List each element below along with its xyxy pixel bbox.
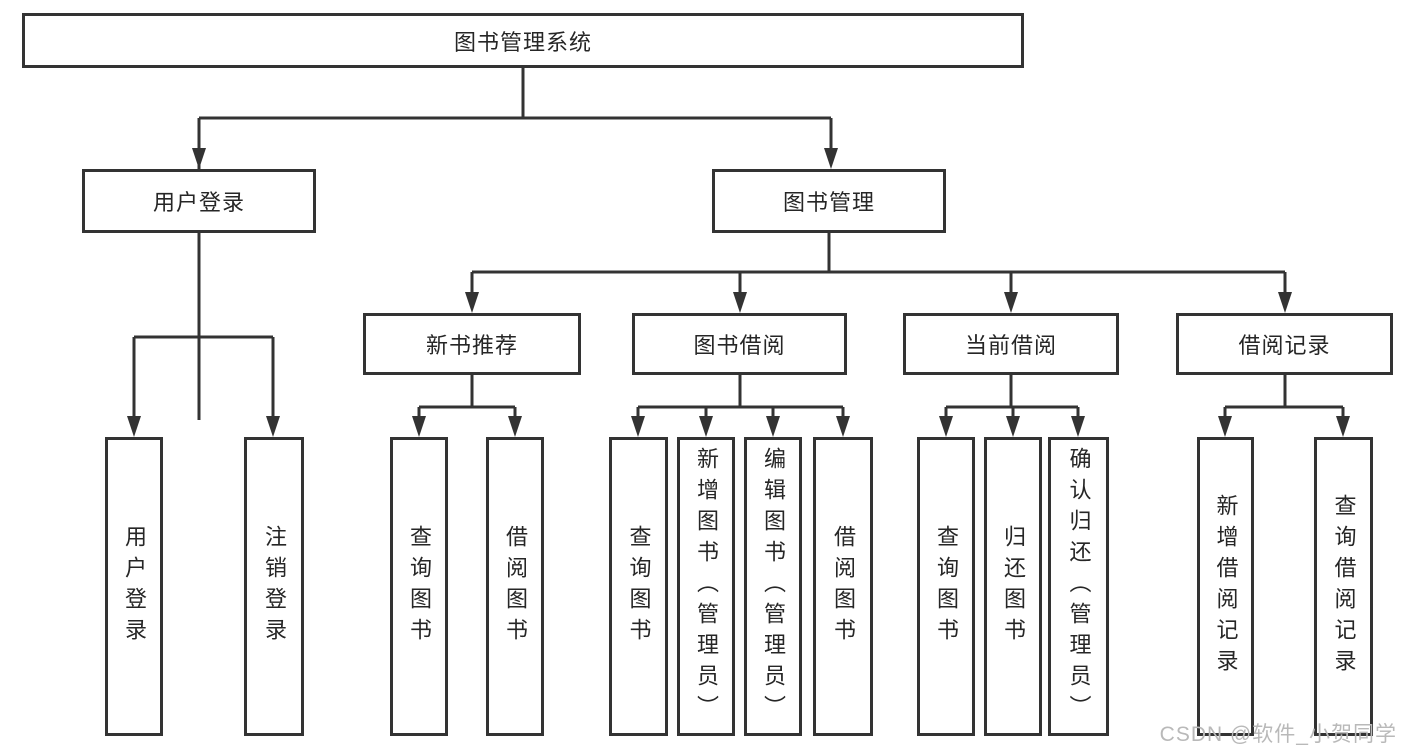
leaf-query-borrow-record: 查询借阅记录 bbox=[1314, 437, 1373, 736]
leaf-logout: 注销登录 bbox=[244, 437, 304, 736]
arrowheads bbox=[127, 148, 1350, 437]
leaf-edit-book-admin-label: 编辑图书（管理员） bbox=[761, 447, 786, 726]
node-book-management-label: 图书管理 bbox=[782, 190, 875, 215]
node-new-book-recommend: 新书推荐 bbox=[363, 313, 581, 375]
leaf-user-login-label: 用户登录 bbox=[122, 524, 147, 649]
leaf-borrow-books-recommend: 借阅图书 bbox=[486, 437, 544, 736]
node-book-borrow: 图书借阅 bbox=[632, 313, 847, 375]
leaf-edit-book-admin: 编辑图书（管理员） bbox=[744, 437, 802, 736]
leaf-confirm-return-admin-label: 确认归还（管理员） bbox=[1066, 447, 1092, 726]
leaf-borrow-books-borrow: 借阅图书 bbox=[813, 437, 873, 736]
leaf-user-login: 用户登录 bbox=[105, 437, 163, 736]
node-current-borrow-label: 当前借阅 bbox=[964, 333, 1057, 358]
leaf-add-borrow-record-label: 新增借阅记录 bbox=[1213, 493, 1239, 680]
node-root-system: 图书管理系统 bbox=[22, 13, 1024, 68]
leaf-query-books-recommend: 查询图书 bbox=[390, 437, 448, 736]
leaf-query-books-current-label: 查询图书 bbox=[934, 524, 959, 649]
node-current-borrow: 当前借阅 bbox=[903, 313, 1119, 375]
leaf-return-books-label: 归还图书 bbox=[1001, 524, 1026, 649]
leaf-confirm-return-admin: 确认归还（管理员） bbox=[1048, 437, 1109, 736]
leaf-query-books-recommend-label: 查询图书 bbox=[407, 524, 432, 649]
leaf-query-books-borrow: 查询图书 bbox=[609, 437, 668, 736]
leaf-query-books-borrow-label: 查询图书 bbox=[626, 524, 652, 649]
leaf-return-books: 归还图书 bbox=[984, 437, 1042, 736]
node-borrow-records-label: 借阅记录 bbox=[1238, 333, 1331, 358]
node-book-management: 图书管理 bbox=[712, 169, 946, 233]
leaf-borrow-books-recommend-label: 借阅图书 bbox=[503, 524, 528, 649]
leaf-query-books-current: 查询图书 bbox=[917, 437, 975, 736]
node-book-borrow-label: 图书借阅 bbox=[693, 333, 786, 358]
leaf-add-book-admin-label: 新增图书（管理员） bbox=[694, 447, 719, 726]
csdn-watermark: CSDN @软件_小贺同学 bbox=[1159, 723, 1397, 746]
leaf-add-borrow-record: 新增借阅记录 bbox=[1197, 437, 1254, 736]
node-user-login: 用户登录 bbox=[82, 169, 316, 233]
node-new-book-recommend-label: 新书推荐 bbox=[425, 333, 518, 358]
node-root-label: 图书管理系统 bbox=[453, 29, 592, 55]
node-user-login-label: 用户登录 bbox=[152, 190, 245, 215]
leaf-logout-label: 注销登录 bbox=[262, 524, 287, 649]
node-borrow-records: 借阅记录 bbox=[1176, 313, 1393, 375]
leaf-borrow-books-borrow-label: 借阅图书 bbox=[831, 524, 856, 649]
leaf-query-borrow-record-label: 查询借阅记录 bbox=[1331, 493, 1357, 680]
leaf-add-book-admin: 新增图书（管理员） bbox=[677, 437, 735, 736]
